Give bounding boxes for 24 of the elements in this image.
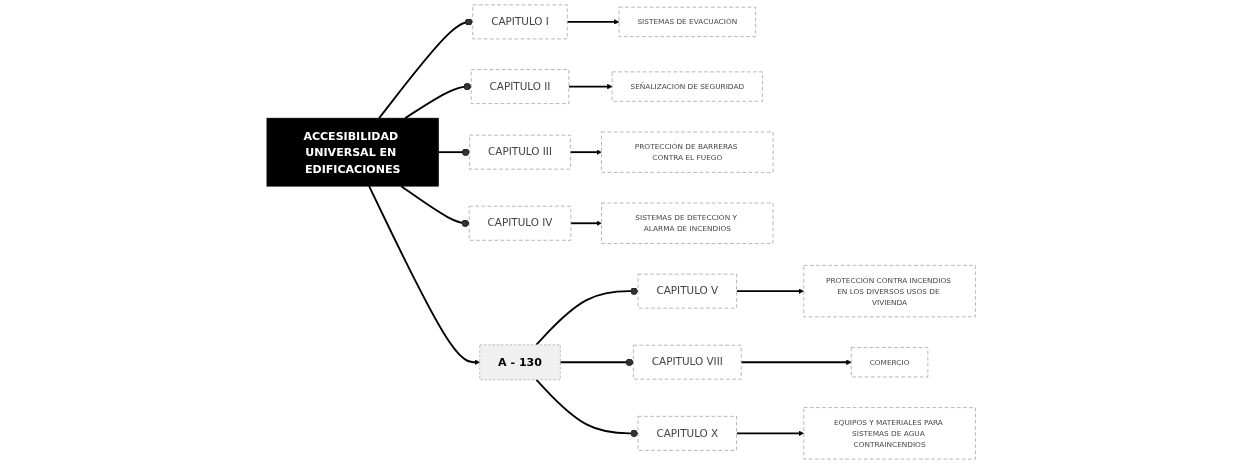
node-box: CAPITULO VIII [633,344,742,380]
node-box: CAPITULO II [471,69,570,104]
connector [437,148,471,156]
node-box: CAPITULO X [638,416,738,451]
connector [559,358,635,366]
node-box: CAPITULO IV [469,205,572,241]
node-box: A - 130 [479,344,561,380]
connector [378,18,474,120]
connector [535,378,640,438]
connector [535,287,640,346]
connector [400,185,471,227]
arrow [566,19,620,25]
node-box: ACCESIBILIDAD UNIVERSAL EN EDIFICACIONES [266,117,440,187]
node-box: CAPITULO V [638,273,738,309]
arrow [736,288,805,294]
arrow [740,359,852,365]
node-box: CAPITULO I [472,4,568,40]
connector [404,82,473,120]
arrow [368,185,481,365]
arrow [569,149,603,155]
node-box: CAPITULO III [469,134,571,170]
arrow [736,430,805,437]
arrow [568,83,613,90]
arrow [570,220,603,226]
